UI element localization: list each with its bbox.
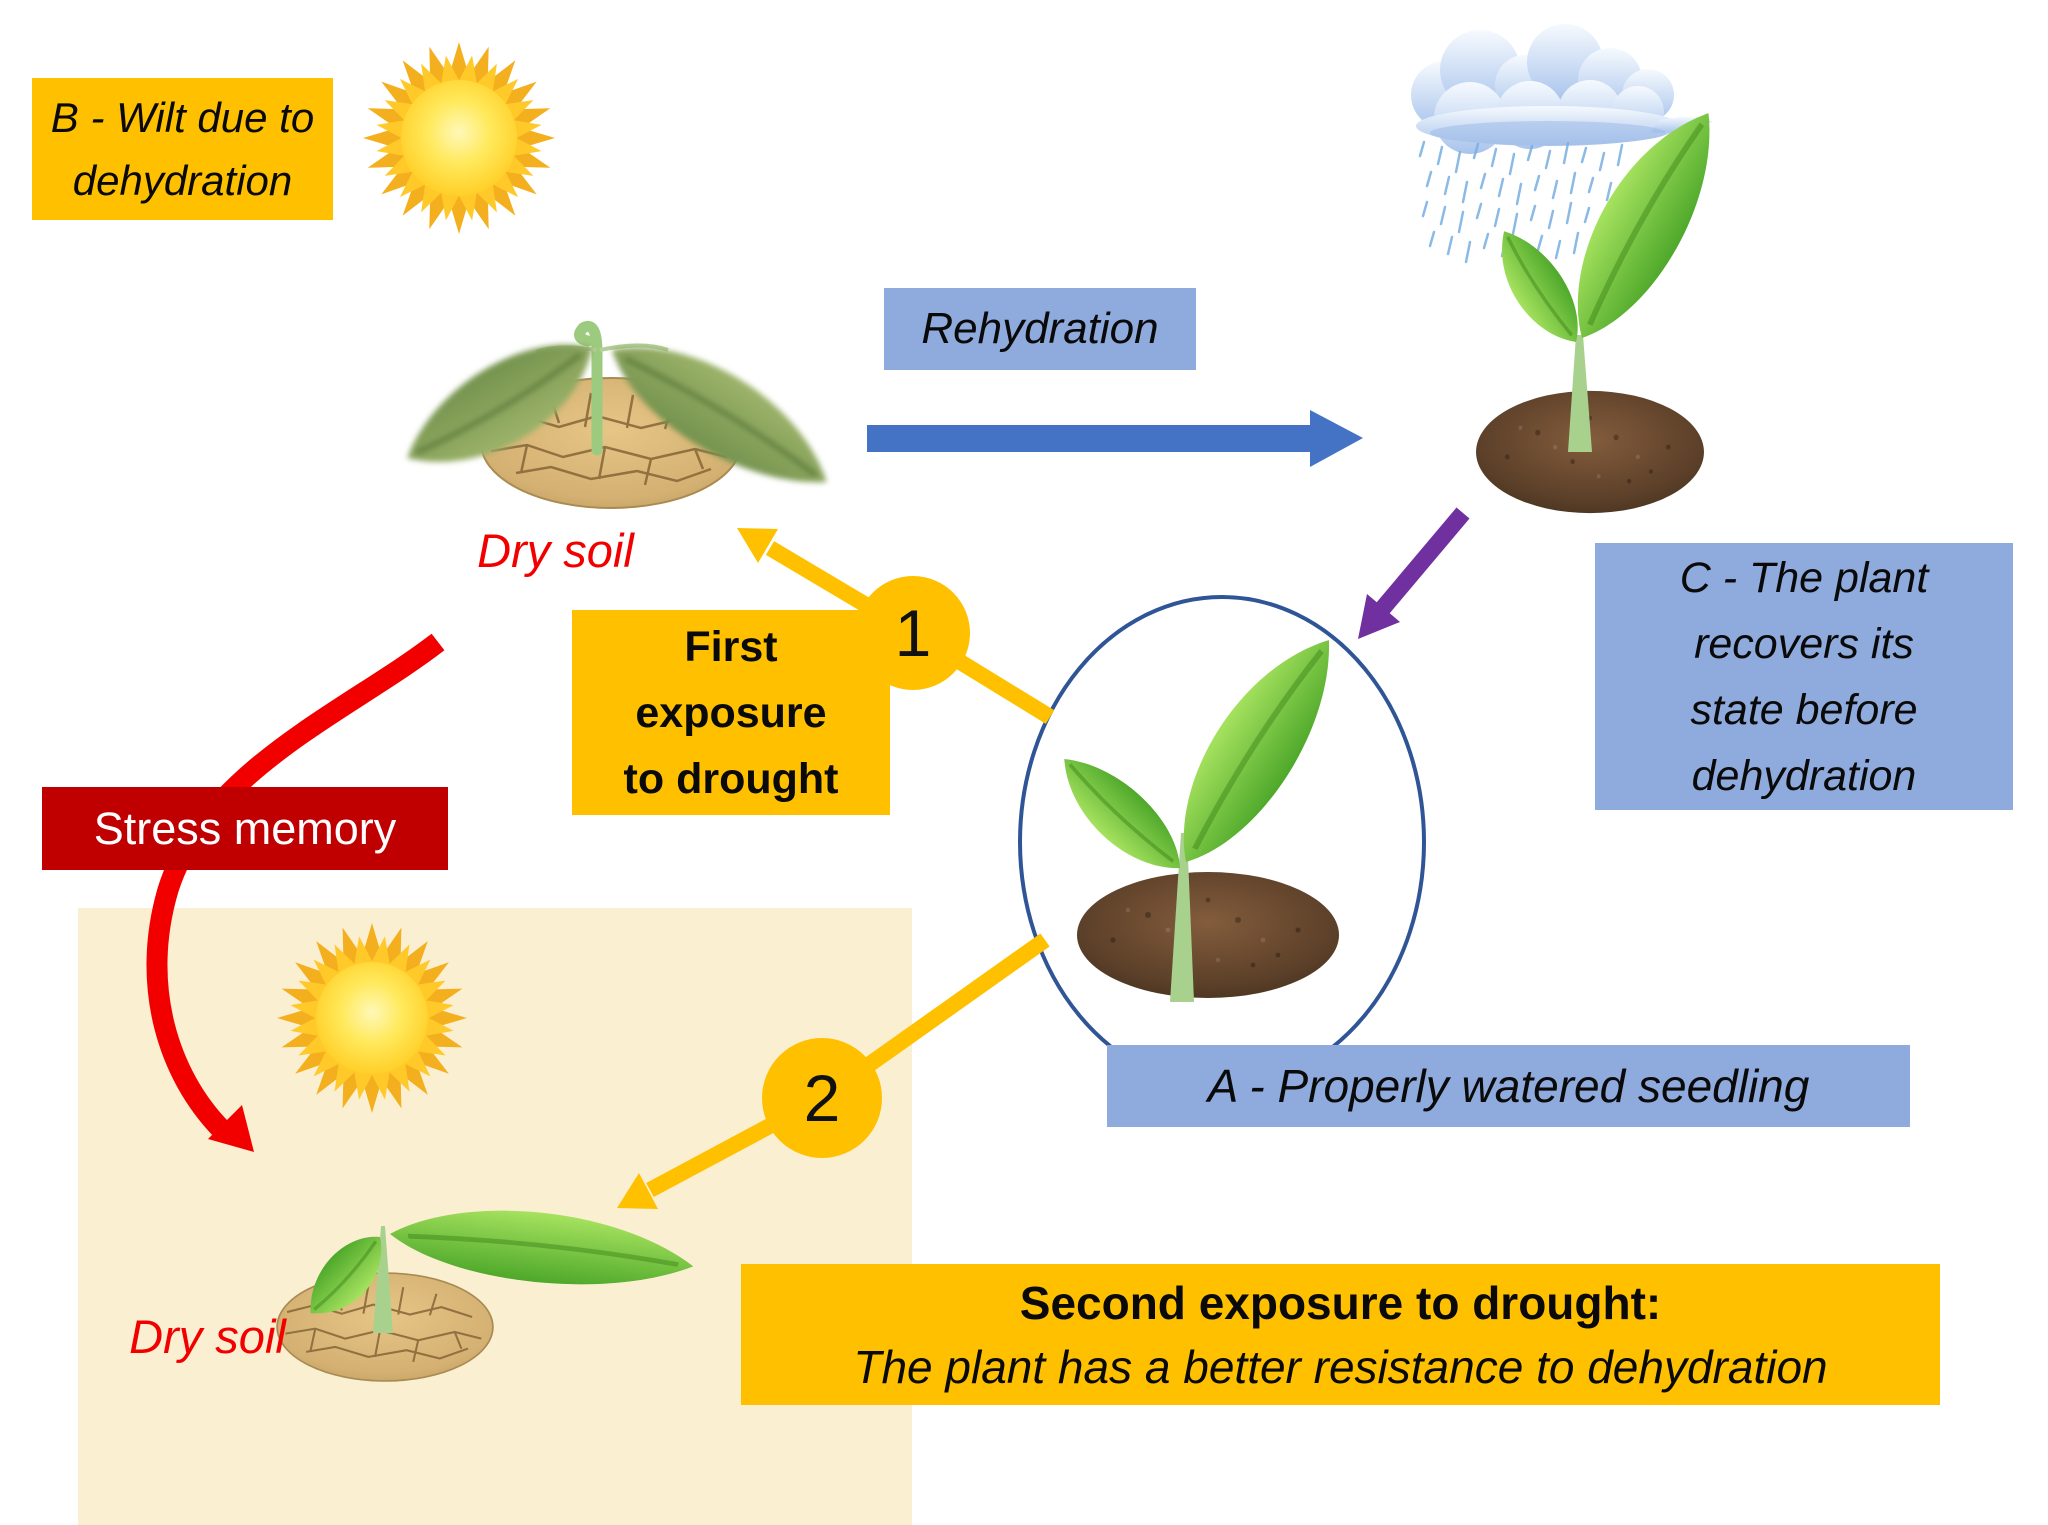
rain-cloud-icon (1411, 24, 1712, 266)
stress-memory-label: Stress memory (93, 802, 397, 854)
watered-label: A - Properly watered seedling (1207, 1060, 1810, 1112)
wilt-label-line1: B - Wilt due to (50, 94, 315, 141)
wilted-stem (574, 321, 603, 456)
dry-soil-label-bottom: Dry soil (129, 1309, 286, 1363)
watered-label-box: A - Properly watered seedling (1107, 1045, 1910, 1127)
rehydration-arrow-icon (867, 410, 1363, 467)
watered-seedling-icon (1044, 616, 1363, 1002)
seedling-stem (1170, 833, 1194, 1002)
recovery-label-line4: dehydration (1691, 751, 1917, 800)
sun-icon (277, 923, 467, 1113)
first-exposure-line3: to drought (623, 754, 839, 803)
recovery-label-line1: C - The plant (1679, 553, 1929, 602)
wilt-label-box: B - Wilt due to dehydration (32, 78, 333, 220)
recovery-label-line3: state before (1690, 685, 1918, 734)
first-exposure-line1: First (684, 622, 778, 671)
healthy-plant-icon (1476, 91, 1744, 514)
recovery-label-line2: recovers its (1694, 619, 1914, 668)
resistant-seedling-icon (276, 1195, 698, 1382)
sun-icon (363, 42, 555, 234)
second-exposure-line2: The plant has a better resistance to deh… (853, 1340, 1828, 1393)
second-exposure-box: Second exposure to drought: The plant ha… (741, 1264, 1940, 1405)
first-exposure-line2: exposure (635, 688, 827, 737)
wilted-seedling-icon (388, 313, 849, 515)
recovery-arrow-icon (1358, 507, 1470, 639)
second-exposure-line1: Second exposure to drought: (1019, 1276, 1662, 1329)
dry-soil-label-top: Dry soil (477, 523, 634, 577)
stress-memory-box: Stress memory (42, 787, 448, 870)
wilt-label-line2: dehydration (72, 157, 293, 204)
stress-memory-arrow-icon (146, 633, 445, 1152)
plant-stem (373, 1226, 393, 1333)
recovery-label-box: C - The plant recovers its state before … (1595, 543, 2013, 810)
rehydration-label: Rehydration (921, 304, 1159, 353)
first-exposure-box: First exposure to drought (572, 610, 890, 815)
plant-stem (1568, 335, 1592, 452)
rehydration-label-box: Rehydration (884, 288, 1196, 370)
rain-icon (1418, 140, 1634, 266)
